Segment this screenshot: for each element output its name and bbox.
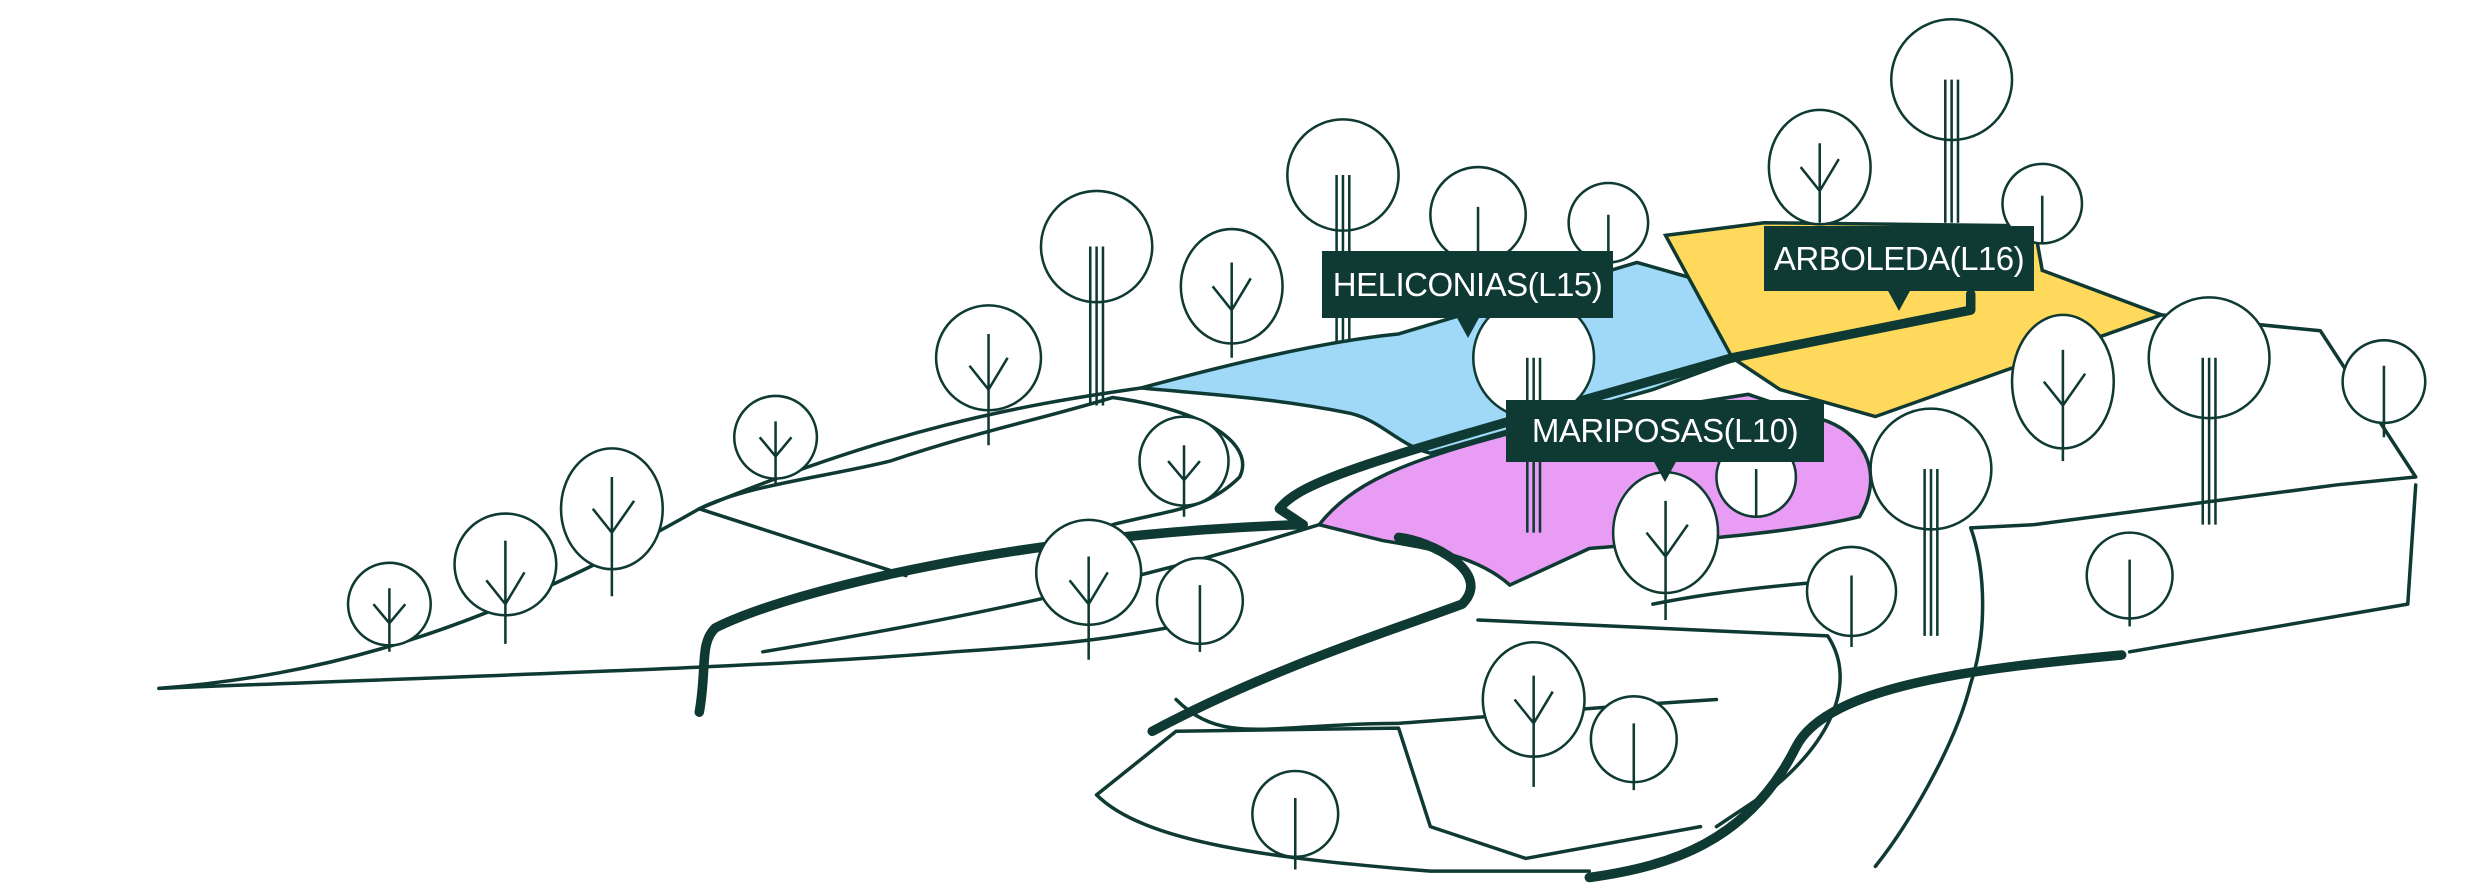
tree-icon — [1589, 695, 1678, 791]
tree-icon — [2085, 531, 2174, 627]
tree-icon — [732, 394, 819, 485]
tree-icon — [2147, 296, 2271, 525]
tree-icon — [1138, 415, 1230, 517]
tree-icon — [2341, 339, 2427, 438]
lot-label-arboleda[interactable]: ARBOLEDA(L16) — [1764, 226, 2034, 311]
tree-icon — [934, 304, 1043, 446]
lot-label-mariposas[interactable]: MARIPOSAS(L10) — [1506, 400, 1824, 482]
tree-icon — [1039, 189, 1154, 406]
tree-icon — [1481, 641, 1586, 787]
tree-icon — [346, 561, 432, 652]
tree-icon — [1034, 518, 1143, 660]
tree-icon — [2001, 162, 2084, 245]
tree-icon — [1179, 227, 1284, 358]
trees — [346, 18, 2427, 870]
tree-icon — [1567, 181, 1650, 264]
tree-icon — [1805, 545, 1898, 648]
tree-icon — [559, 447, 665, 597]
tree-icon — [1251, 769, 1340, 870]
tree-icon — [1889, 18, 2014, 223]
tree-icon — [1611, 470, 1720, 621]
tree-icon — [453, 512, 558, 644]
tree-icon — [2010, 313, 2116, 462]
lot-label-heliconias[interactable]: HELICONIAS(L15) — [1322, 251, 1613, 338]
tree-icon — [1155, 556, 1245, 652]
tree-icon — [1767, 108, 1872, 226]
tree-icon — [1869, 407, 1993, 636]
tree-icon — [1471, 296, 1596, 533]
